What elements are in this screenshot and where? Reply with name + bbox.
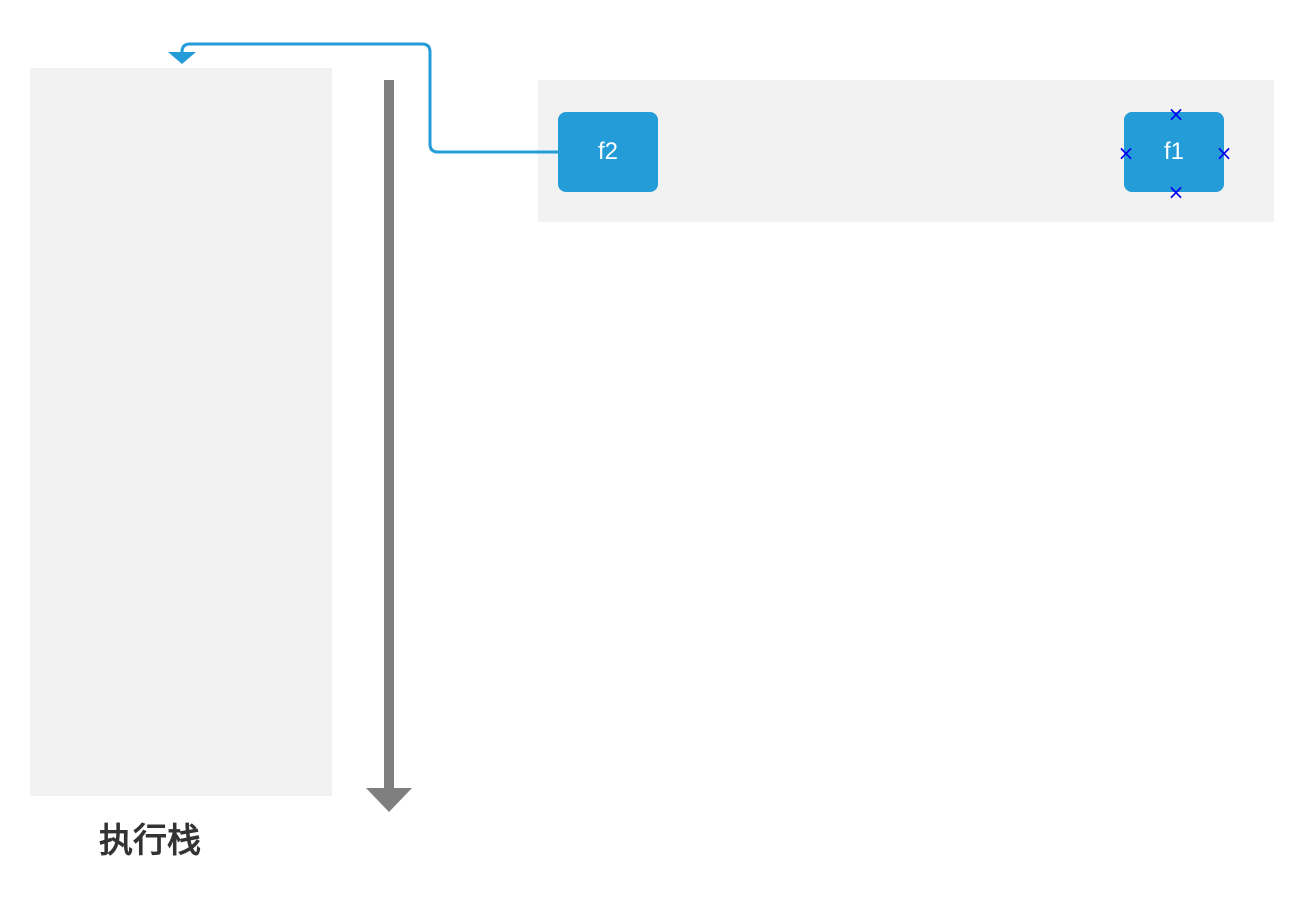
connection-point-left-icon[interactable]: × bbox=[1117, 141, 1135, 165]
task-f2[interactable]: f2 bbox=[558, 112, 658, 192]
connection-point-bottom-icon[interactable]: × bbox=[1167, 180, 1185, 204]
execution-stack-panel bbox=[30, 68, 332, 796]
task-f1[interactable]: f1 bbox=[1124, 112, 1224, 192]
f2-to-stack-arrowhead bbox=[168, 52, 196, 64]
execution-stack-label: 执行栈 bbox=[99, 821, 201, 861]
connection-point-top-icon[interactable]: × bbox=[1167, 102, 1185, 126]
timeline-arrow-shaft bbox=[384, 80, 394, 792]
task-f2-label: f2 bbox=[597, 138, 618, 165]
connection-point-right-icon[interactable]: × bbox=[1215, 141, 1233, 165]
task-f1-label: f1 bbox=[1163, 138, 1184, 165]
timeline-arrow-head bbox=[366, 788, 412, 812]
f2-to-stack-arrow bbox=[180, 42, 558, 154]
